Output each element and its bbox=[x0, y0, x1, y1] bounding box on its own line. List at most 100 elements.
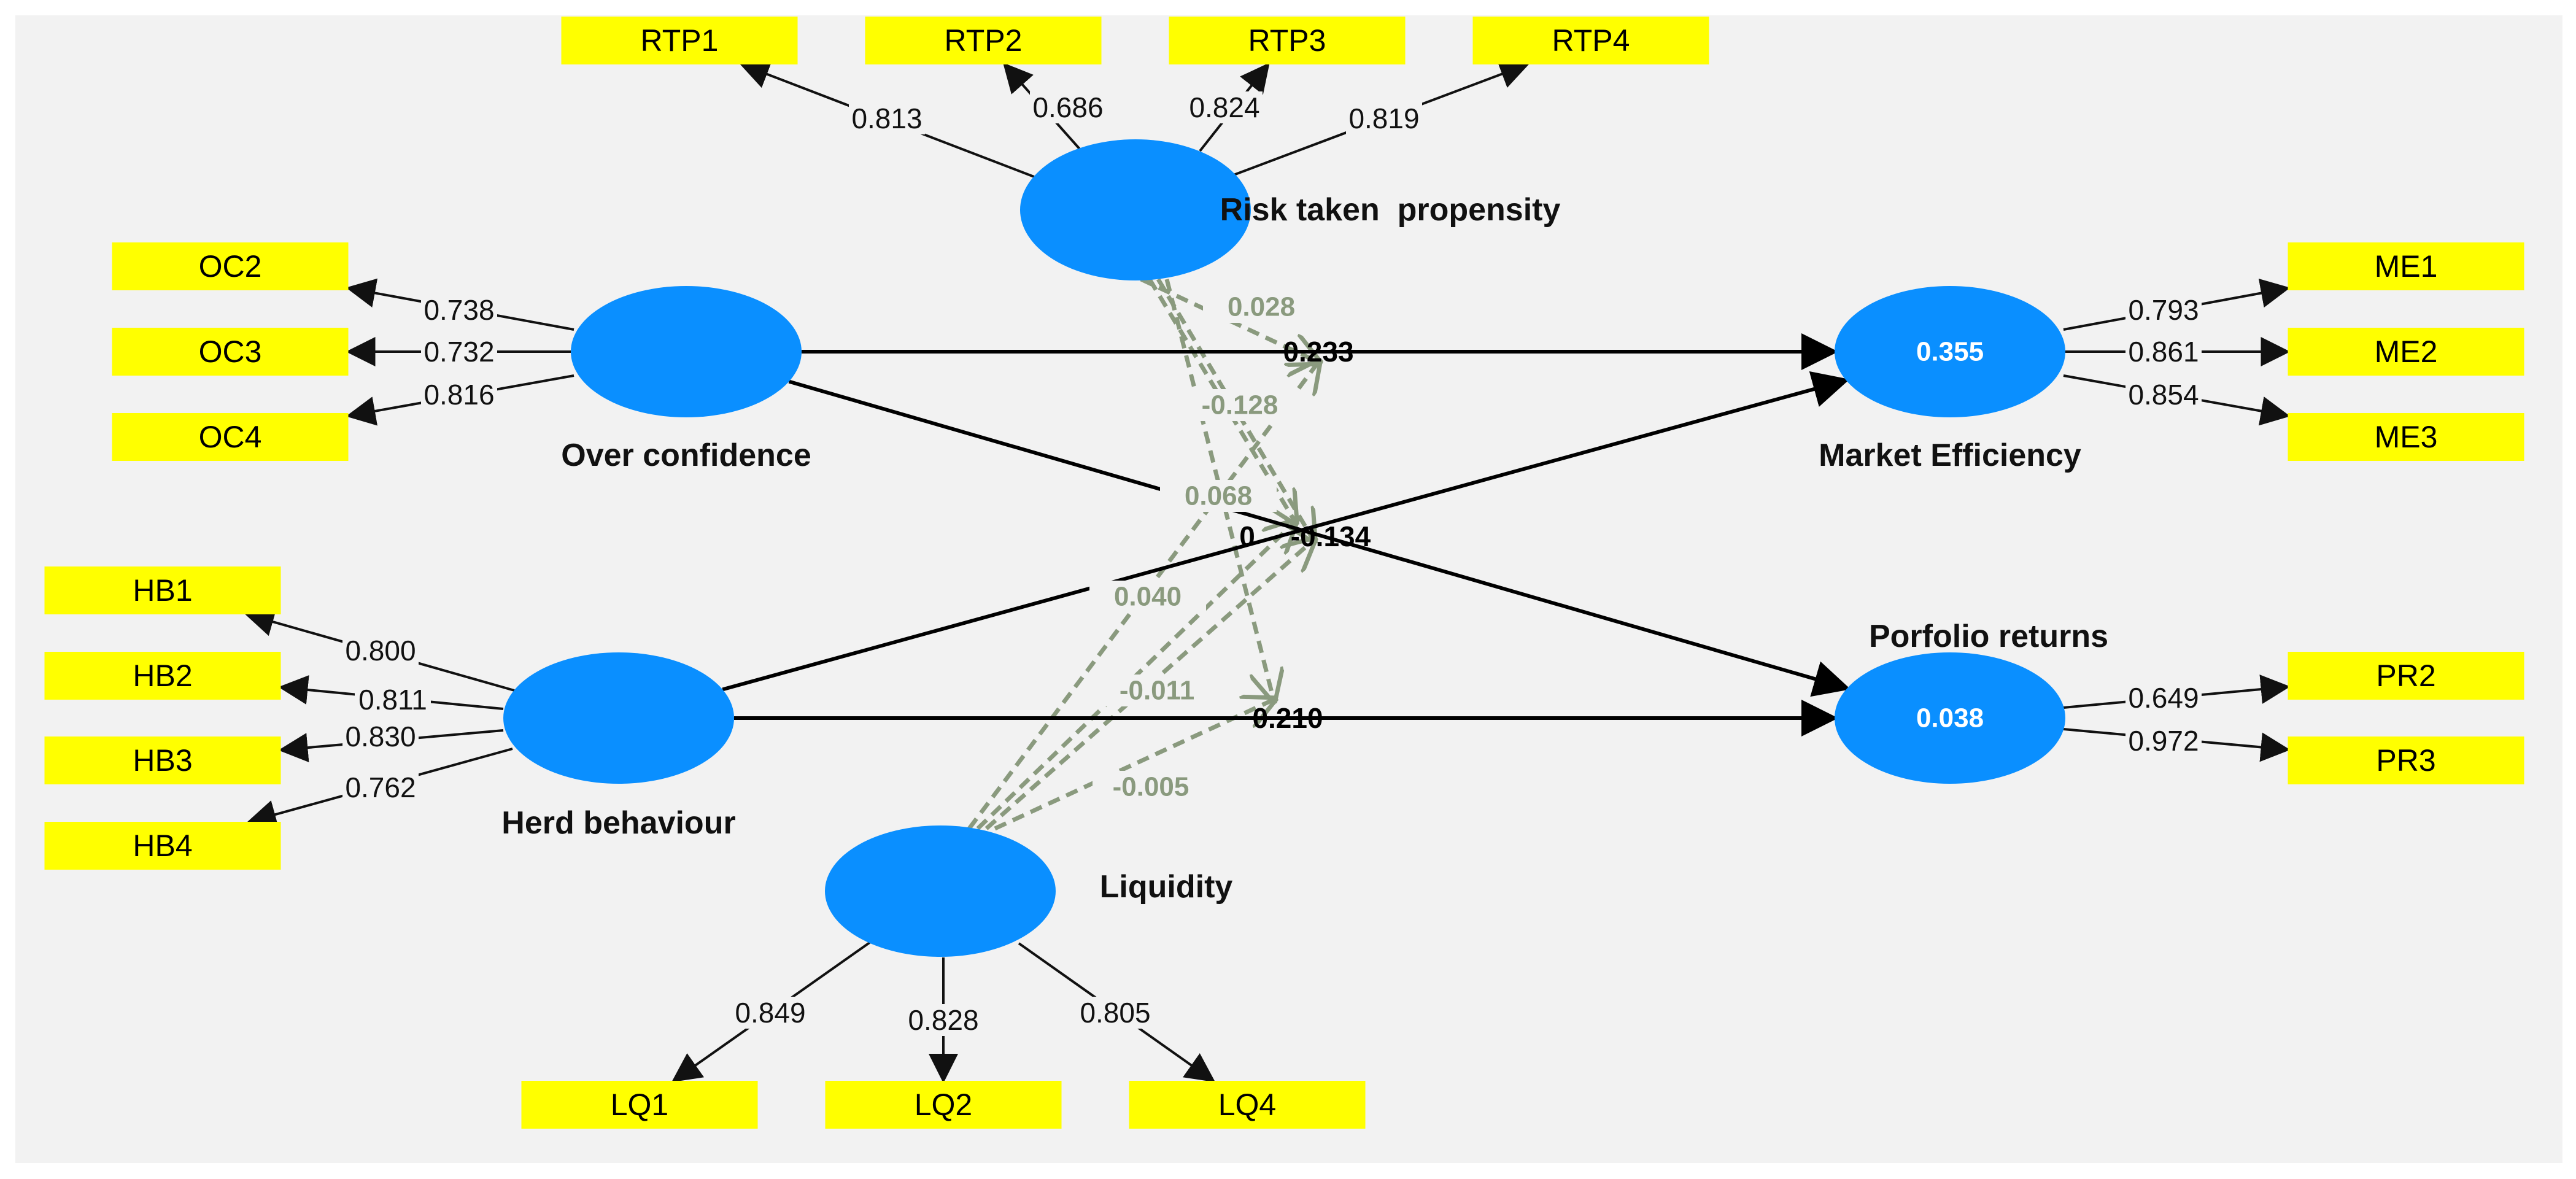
loading-value: 0.649 bbox=[2128, 682, 2199, 714]
indicator-box bbox=[1472, 17, 1709, 64]
loading-value: 0.824 bbox=[1189, 91, 1259, 123]
indicator-box bbox=[825, 1081, 1062, 1129]
loading-label-bg bbox=[342, 721, 419, 752]
construct-name: Market Efficiency bbox=[1819, 438, 2081, 473]
r-squared-value: 0.355 bbox=[1916, 337, 1984, 367]
loading-label-bg bbox=[2125, 682, 2202, 714]
moderation-lq-hb-pr[interactable] bbox=[994, 700, 1274, 831]
loading-value: 0.811 bbox=[358, 684, 427, 716]
loading-label-bg bbox=[2125, 379, 2202, 411]
indicator-me1[interactable]: 0.793 ME1 bbox=[2063, 242, 2524, 331]
loading-label-bg bbox=[1030, 91, 1106, 123]
indicator-box bbox=[112, 328, 349, 376]
construct-liquidity[interactable]: Liquidity bbox=[825, 825, 1232, 957]
indicator-label: LQ1 bbox=[611, 1088, 669, 1122]
indicator-label: HB1 bbox=[133, 573, 192, 608]
loading-label-bg bbox=[421, 294, 497, 326]
loading-value: 0.816 bbox=[424, 379, 494, 411]
indicator-box bbox=[1129, 1081, 1366, 1129]
construct-risk-taken-propensity[interactable]: Risk taken propensity bbox=[1020, 139, 1560, 280]
construct-circle bbox=[1835, 652, 2065, 784]
loading-value: 0.828 bbox=[908, 1004, 978, 1036]
moderation-coefficient: -0.005 bbox=[1113, 772, 1189, 802]
indicator-hb2[interactable]: 0.811 HB2 bbox=[44, 652, 504, 716]
construct-name: Porfolio returns bbox=[1869, 619, 2108, 654]
indicator-box bbox=[112, 242, 349, 290]
indicator-box bbox=[561, 17, 798, 64]
indicator-label: ME1 bbox=[2375, 249, 2438, 284]
loading-label-bg bbox=[732, 997, 808, 1029]
construct-name: Risk taken propensity bbox=[1220, 192, 1561, 228]
loading-value: 0.819 bbox=[1348, 102, 1419, 134]
indicator-label: HB2 bbox=[133, 659, 192, 693]
indicator-rtp1[interactable]: 0.813 RTP1 bbox=[561, 17, 1038, 179]
indicator-box bbox=[2288, 736, 2524, 784]
indicator-box bbox=[44, 652, 281, 700]
loading-value: 0.732 bbox=[424, 336, 494, 368]
indicator-rtp4[interactable]: 0.819 RTP4 bbox=[1233, 17, 1709, 176]
indicator-label: RTP2 bbox=[945, 23, 1023, 58]
construct-name: Liquidity bbox=[1100, 869, 1233, 905]
moderation-label-bg bbox=[1093, 771, 1209, 803]
construct-name: Herd behaviour bbox=[501, 805, 735, 841]
loading-label-bg bbox=[421, 379, 497, 411]
loading-label-bg bbox=[1346, 102, 1422, 134]
loading-label-bg bbox=[342, 771, 419, 803]
diagram-background bbox=[15, 15, 2562, 1163]
moderation-label-bg bbox=[1089, 581, 1206, 613]
indicator-oc2[interactable]: 0.738 OC2 bbox=[112, 242, 574, 331]
path-hb-to-me[interactable] bbox=[722, 371, 1850, 692]
indicator-label: OC3 bbox=[199, 334, 262, 369]
loading-value: 0.762 bbox=[345, 771, 416, 803]
moderation-coefficient: 0.028 bbox=[1228, 292, 1295, 322]
indicator-oc3[interactable]: 0.732 OC3 bbox=[112, 328, 571, 376]
loading-label-bg bbox=[849, 102, 925, 134]
moderation-coefficient: -0.011 bbox=[1120, 676, 1194, 706]
construct-circle bbox=[825, 825, 1056, 957]
indicator-label: OC2 bbox=[199, 249, 262, 284]
loading-value: 0.813 bbox=[851, 102, 922, 134]
moderation-rtp-hb-me[interactable] bbox=[1156, 278, 1313, 540]
moderation-coefficient: -0.128 bbox=[1202, 390, 1278, 420]
construct-over-confidence[interactable]: Over confidence bbox=[561, 286, 811, 473]
indicator-label: RTP4 bbox=[1552, 23, 1630, 58]
loading-value: 0.738 bbox=[424, 294, 494, 326]
indicator-label: HB3 bbox=[133, 743, 192, 778]
loading-value: 0.686 bbox=[1032, 91, 1103, 123]
path-oc-to-pr[interactable] bbox=[788, 379, 1851, 697]
construct-herd-behaviour[interactable]: Herd behaviour bbox=[501, 652, 736, 841]
moderation-label-bg bbox=[1182, 389, 1298, 421]
indicator-label: RTP1 bbox=[641, 23, 719, 58]
loading-label-bg bbox=[1077, 997, 1153, 1029]
indicator-rtp2[interactable]: 0.686 RTP2 bbox=[865, 17, 1107, 152]
moderation-label-bg bbox=[1099, 675, 1215, 706]
indicator-label: PR3 bbox=[2376, 743, 2435, 778]
indicator-box bbox=[44, 566, 281, 614]
loading-value: 0.793 bbox=[2128, 294, 2199, 326]
moderation-label-bg bbox=[1160, 480, 1277, 512]
construct-name: Over confidence bbox=[561, 438, 811, 473]
indicator-box bbox=[865, 17, 1102, 64]
loading-value: 0.972 bbox=[2128, 725, 2199, 757]
indicator-box bbox=[2288, 242, 2524, 290]
coefficient-oc-pr: -0.134 bbox=[1291, 520, 1371, 552]
moderation-coefficient: 0.040 bbox=[1114, 582, 1182, 612]
moderation-rtp-oc-me[interactable] bbox=[1140, 277, 1318, 362]
